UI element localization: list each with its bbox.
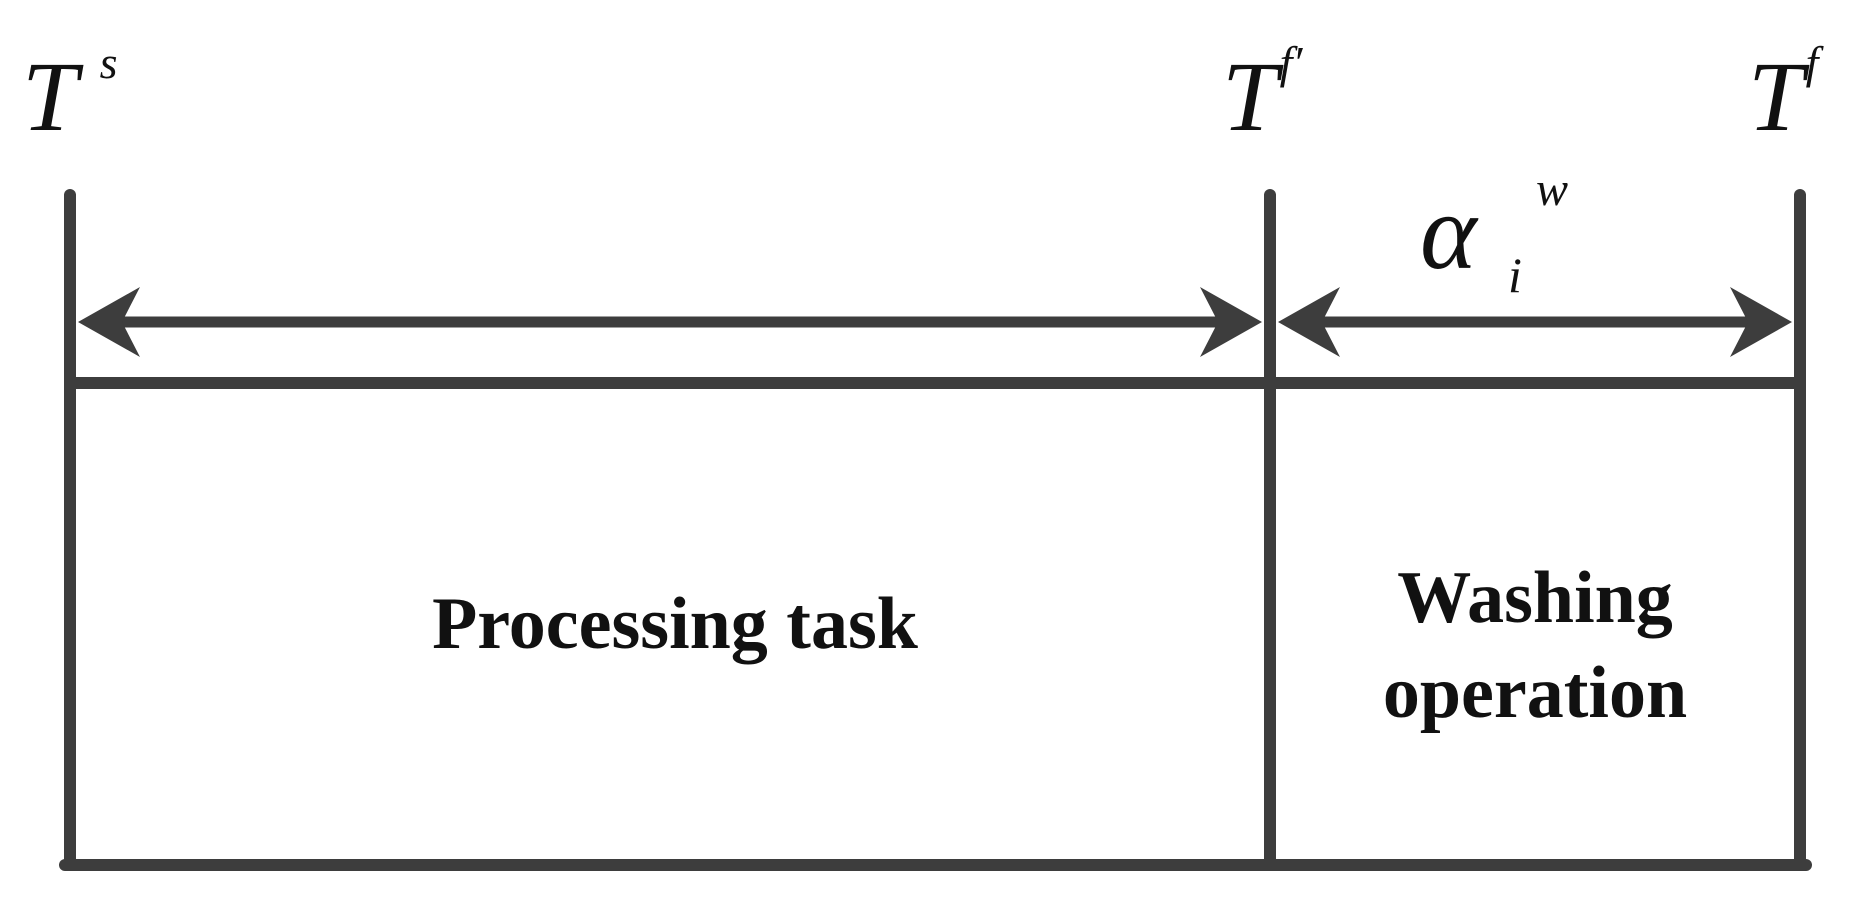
washing-interval-superscript: w: [1536, 163, 1568, 216]
finish-time-label: Tf: [1748, 37, 1825, 152]
washing-interval-label: α: [1420, 173, 1479, 292]
washing-operation-label-line2: operation: [1383, 652, 1687, 734]
processing-task-label: Processing task: [432, 583, 919, 665]
washing-duration-arrow: [1278, 287, 1792, 357]
task-end-time-label: Tf′: [1222, 37, 1303, 152]
processing-duration-arrow: [78, 287, 1262, 357]
washing-operation-label-line1: Washing: [1397, 557, 1673, 639]
washing-interval-subscript: i: [1508, 247, 1522, 303]
